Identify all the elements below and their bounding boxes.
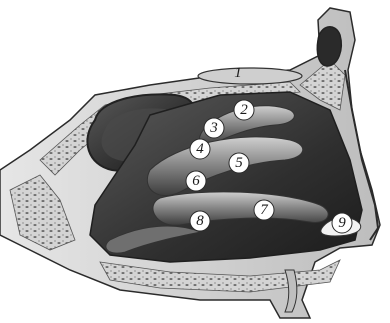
label-8-text: 8 — [196, 213, 204, 229]
label-3: 3 — [204, 118, 224, 138]
label-5: 5 — [229, 153, 249, 173]
cribriform-plate — [198, 68, 302, 84]
label-6-text: 6 — [192, 173, 200, 189]
label-8: 8 — [190, 211, 210, 231]
label-1-text: 1 — [234, 65, 242, 81]
label-2: 2 — [234, 100, 254, 120]
label-3-text: 3 — [209, 120, 218, 136]
sphenoid-sinus — [317, 27, 341, 66]
label-1: 1 — [234, 65, 242, 81]
label-2-text: 2 — [240, 102, 248, 118]
label-9-text: 9 — [338, 215, 346, 231]
label-5-text: 5 — [235, 155, 243, 171]
label-9: 9 — [332, 213, 352, 233]
label-7: 7 — [254, 200, 274, 220]
label-6: 6 — [186, 171, 206, 191]
label-4-text: 4 — [196, 141, 204, 157]
label-4: 4 — [190, 139, 210, 159]
